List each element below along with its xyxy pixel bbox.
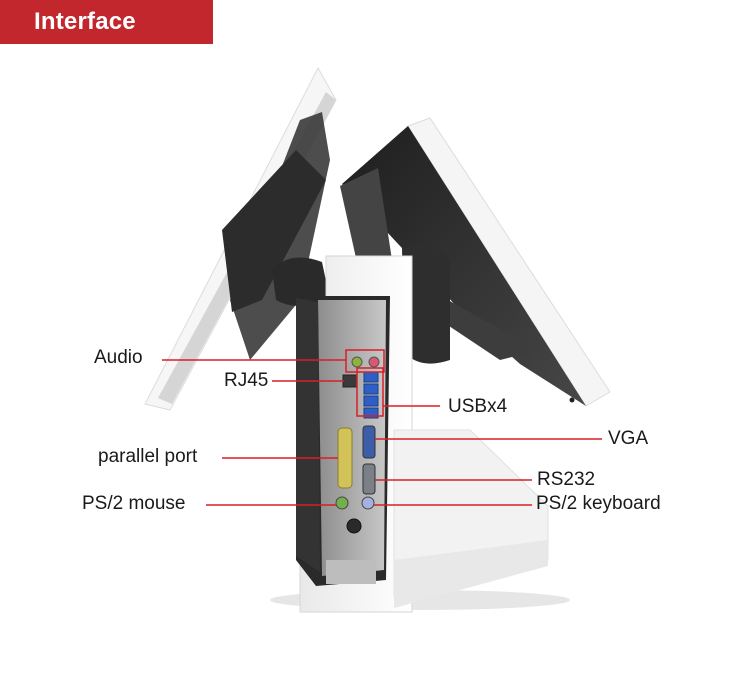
banner-title: Interface [34, 8, 136, 35]
audio-highlight [345, 349, 385, 373]
usb-label: USBx4 [448, 396, 508, 417]
monitor-hinge [272, 245, 450, 364]
highlight-boxes [345, 349, 385, 417]
rs232-label: RS232 [537, 469, 596, 490]
ps2-mouse-label: PS/2 mouse [82, 493, 186, 514]
usb-highlight [356, 367, 384, 417]
parallel-port-label: parallel port [98, 446, 198, 467]
title-banner: Interface [0, 0, 213, 44]
ps2-keyboard-label: PS/2 keyboard [536, 493, 661, 514]
main-monitor [144, 66, 337, 411]
callout-lines [162, 359, 602, 506]
io-ports [335, 356, 380, 534]
customer-monitor [340, 117, 611, 407]
rj45-label: RJ45 [224, 370, 269, 391]
vga-label: VGA [608, 428, 649, 449]
audio-label: Audio [94, 347, 143, 368]
